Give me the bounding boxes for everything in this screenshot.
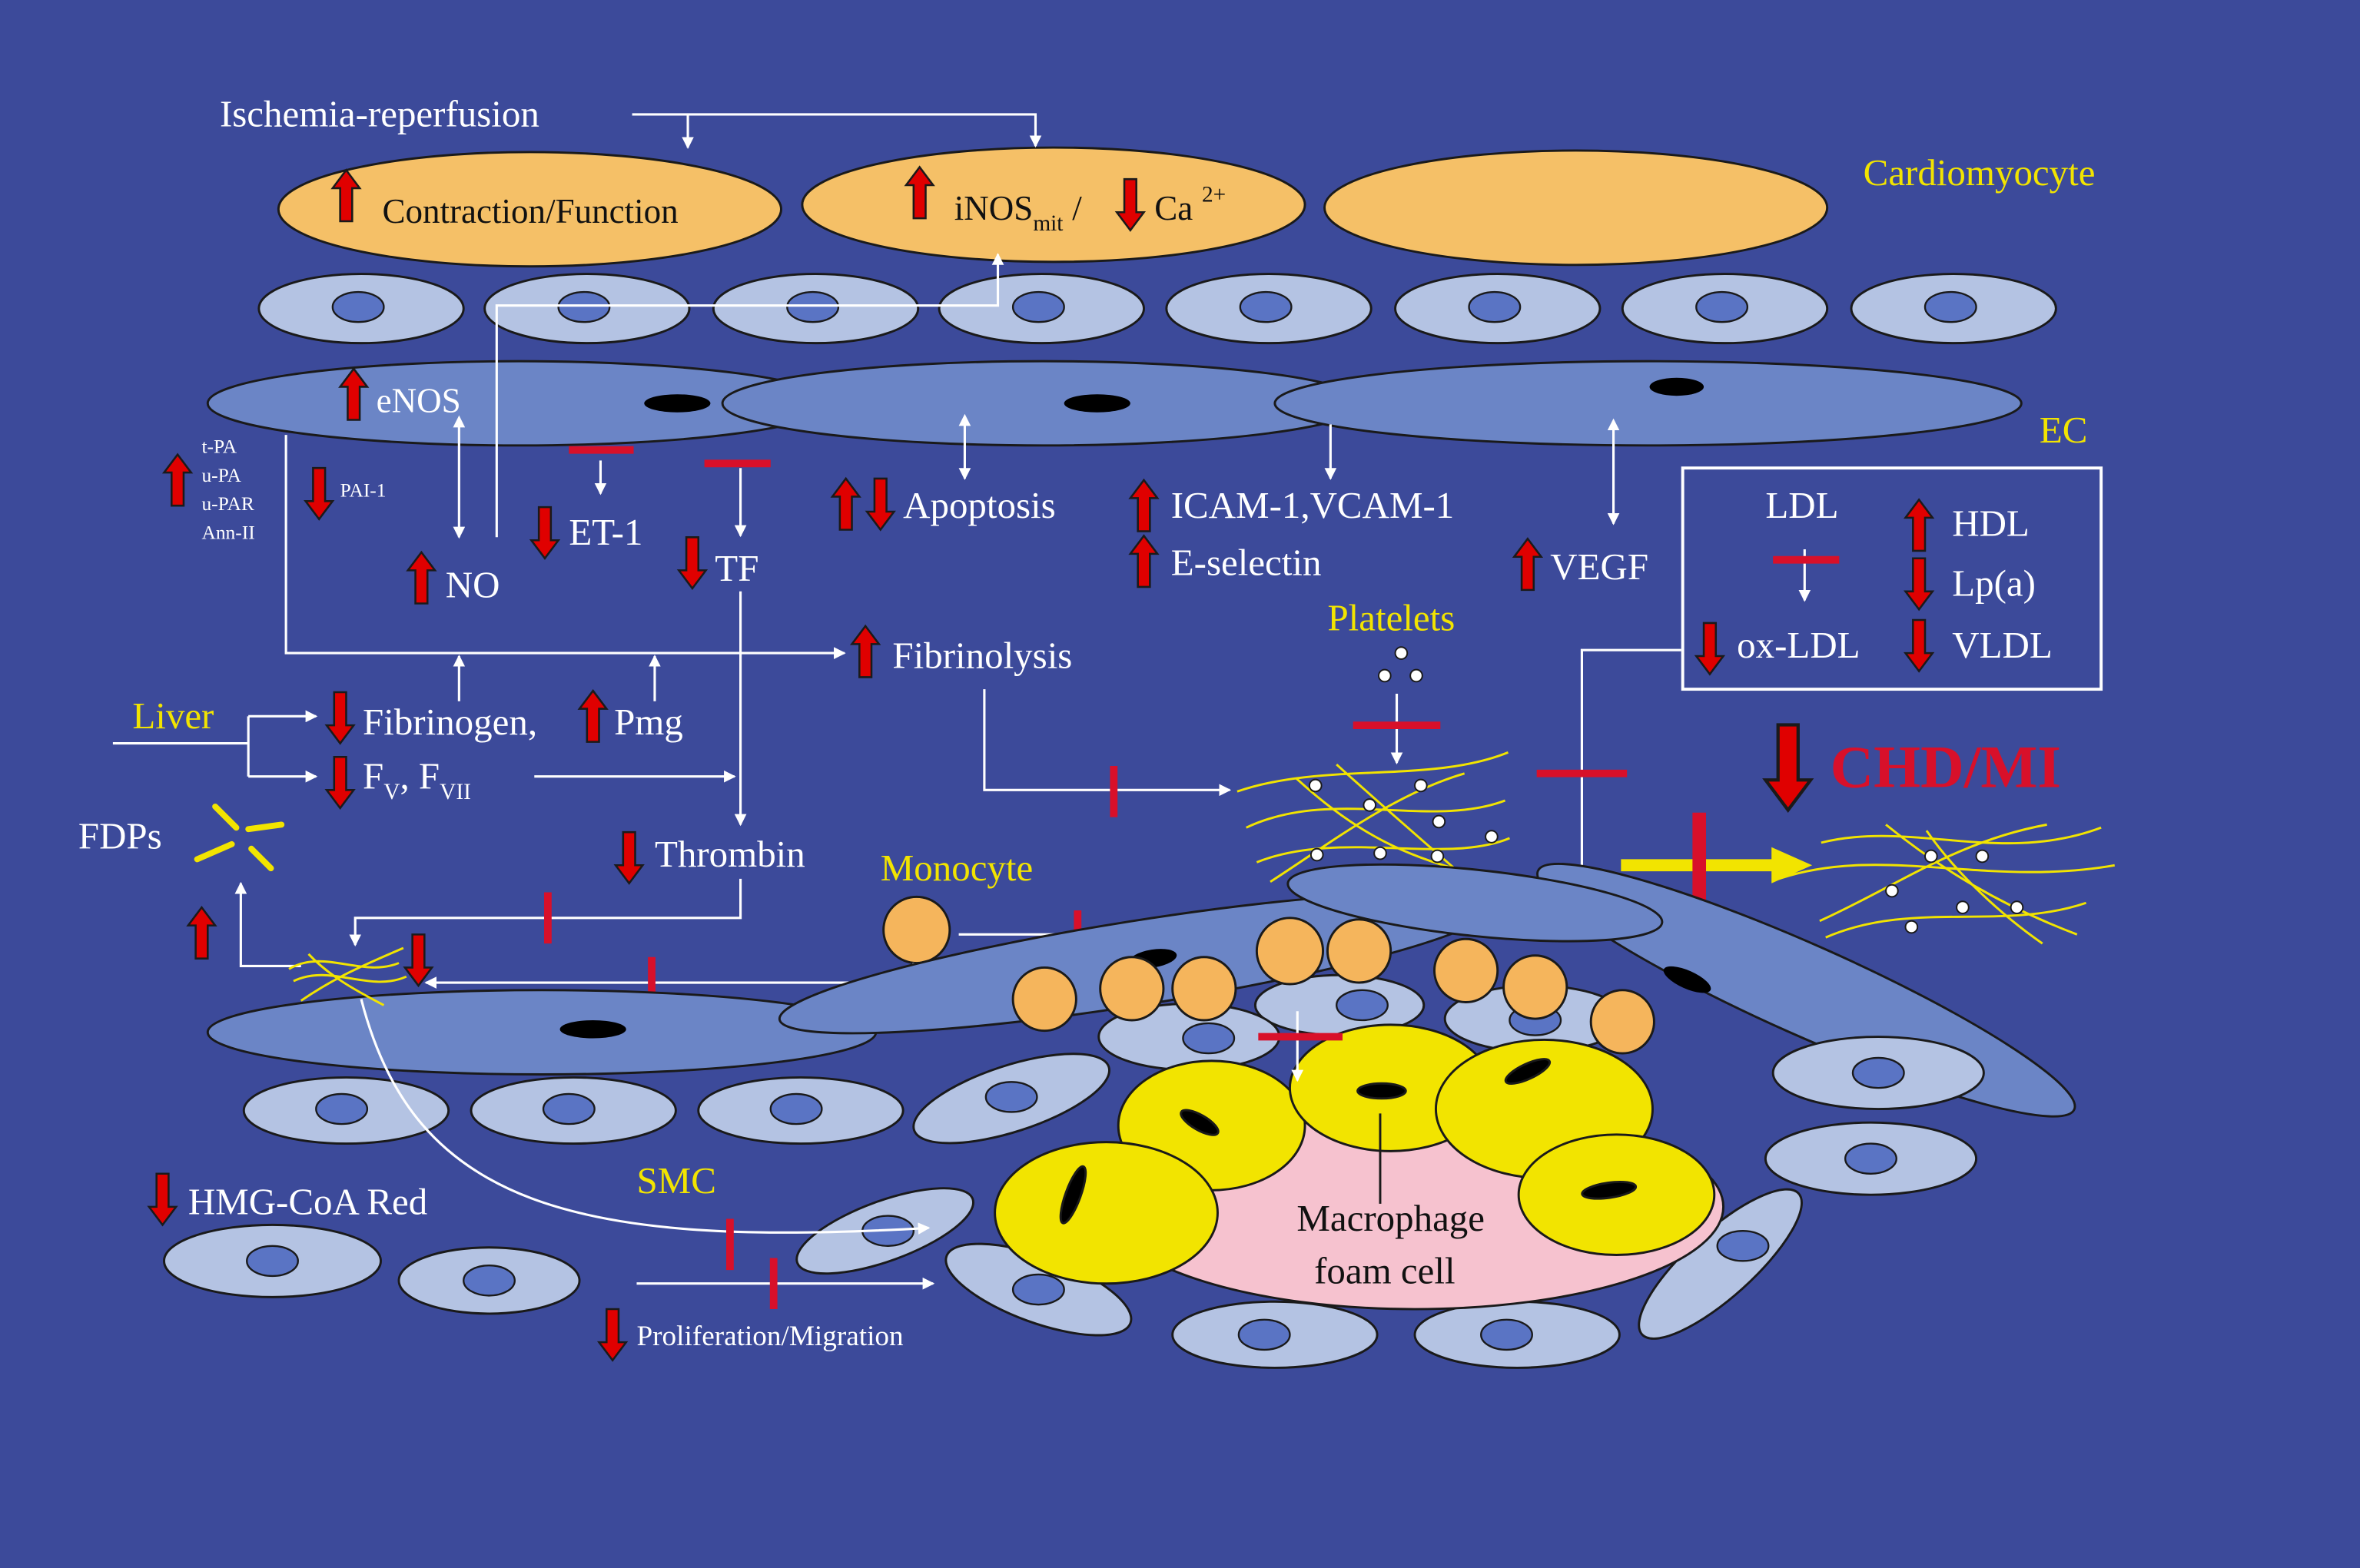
fdps-label: FDPs [78,815,162,857]
top-cell [938,273,1145,345]
endothelial-cell [1273,360,2023,447]
hmg-label: HMG-CoA Red [188,1181,427,1223]
tissue-cell [470,1076,677,1145]
tpa-label: t-PA [201,436,237,458]
macrophage-label-line2: foam cell [1314,1250,1455,1292]
upar-label: u-PAR [201,492,254,515]
contraction-label: Contraction/Function [382,192,678,230]
monocyte-cell [1433,937,1499,1003]
no-label: NO [446,564,500,606]
fdps-fragments-icon [194,803,285,872]
cardiomyocyte-row [277,146,1829,268]
tissue-cell [1638,1188,1803,1340]
lpa-label: Lp(a) [1952,562,2036,605]
vldl-label: VLDL [1952,624,2053,666]
et1-label: ET-1 [569,511,642,553]
liver-label: Liver [132,694,214,737]
vegf-label: VEGF [1550,545,1648,588]
chd-label: CHD/MI [1831,733,2061,800]
tissue-cell [697,1076,905,1145]
ann-label: Ann-II [201,521,254,543]
monocyte-cell [1502,954,1568,1020]
tissue-cell [1771,1036,1985,1111]
top-cell [712,273,920,345]
endothelial-cell [206,989,878,1076]
monocyte-cell [1326,918,1392,984]
pai-label: PAI-1 [340,479,387,501]
ischemia-label: Ischemia-reperfusion [220,93,539,135]
apoptosis-label: Apoptosis [903,484,1056,526]
fdps-arrow [234,881,301,968]
foam-droplet [1517,1133,1716,1256]
foam-lipid-droplets [994,1023,1716,1285]
platelets-label: Platelets [1327,597,1455,639]
platelet-cluster-icon [1378,646,1423,683]
top-cell [257,273,465,345]
top-cell [1850,273,2057,345]
smc-cell [163,1223,382,1298]
ec-label: EC [2040,409,2088,451]
smc-migration-arrow [360,999,931,1235]
tissue-cell [242,1076,450,1145]
tissue-cell [1413,1300,1621,1369]
tissue-cell [1171,1300,1379,1369]
cardiomyocyte-label: Cardiomyocyte [1864,151,2096,194]
macrophage-foam-cell: Macrophage foam cell [994,1023,1725,1311]
fibrinolysis-arrow [983,689,1232,797]
monocyte-cell [1255,917,1325,986]
endothelial-signal-lines [284,253,1620,827]
lipid-box: LDL ox-LDL HDL Lp(a) VLDL [1681,466,2103,691]
fibrin-clot-left [288,946,407,1006]
tissue-cell [1764,1121,1978,1196]
top-cell [1165,273,1373,345]
icam-label: ICAM-1,VCAM-1 [1171,484,1455,526]
monocyte-cell [1171,956,1237,1022]
tissue-cell [912,1053,1110,1145]
monocyte-cell [1099,956,1165,1022]
oxldl-label: ox-LDL [1737,624,1860,666]
ischemia-connector [632,113,1042,149]
oxldl-arrow [1575,648,1681,935]
eselectin-label: E-selectin [1171,541,1322,583]
smc-label: SMC [636,1159,715,1202]
monocyte-cell [1011,966,1077,1033]
cardiomyocyte-1 [277,151,782,268]
endothelial-layer-top [206,360,2023,447]
cardiomyocyte-2 [801,146,1306,264]
top-cell [1394,273,1602,345]
enos-label: eNOS [377,382,461,420]
top-cell-row [257,273,2057,345]
fibrinogen-label: Fibrinogen, [363,701,537,743]
endothelial-cell [721,360,1365,447]
cardiomyocyte-3 [1323,149,1829,267]
thrombin-label: Thrombin [655,833,805,875]
endothelial-cell [1286,863,1664,943]
monocyte-label: Monocyte [881,847,1034,889]
adhering-monocytes [1011,917,1655,1055]
factor-v-vii-label: FV, FVII [363,754,471,804]
monocyte-cell [1589,989,1655,1055]
pmg-label: Pmg [614,701,683,743]
proliferation-label: Proliferation/Migration [636,1321,904,1352]
foam-droplet [994,1141,1219,1285]
inos-label: iNOSmit/ [954,189,1083,236]
monocyte-cell [882,895,951,965]
liver-connectors [112,710,736,783]
top-cell [1621,273,1829,345]
hdl-label: HDL [1952,502,2030,544]
smc-cell [397,1246,581,1315]
inhibition-bars-endothelial [569,446,771,468]
top-cell [483,273,691,345]
tf-label: TF [715,547,758,589]
macrophage-label-line1: Macrophage [1296,1197,1485,1239]
ldl-label: LDL [1765,484,1838,526]
upa-label: u-PA [201,464,241,486]
fibrinolysis-label: Fibrinolysis [892,635,1072,677]
subendothelial-cells [163,973,1985,1369]
fibrin-clot-thrombus [1778,823,2116,945]
